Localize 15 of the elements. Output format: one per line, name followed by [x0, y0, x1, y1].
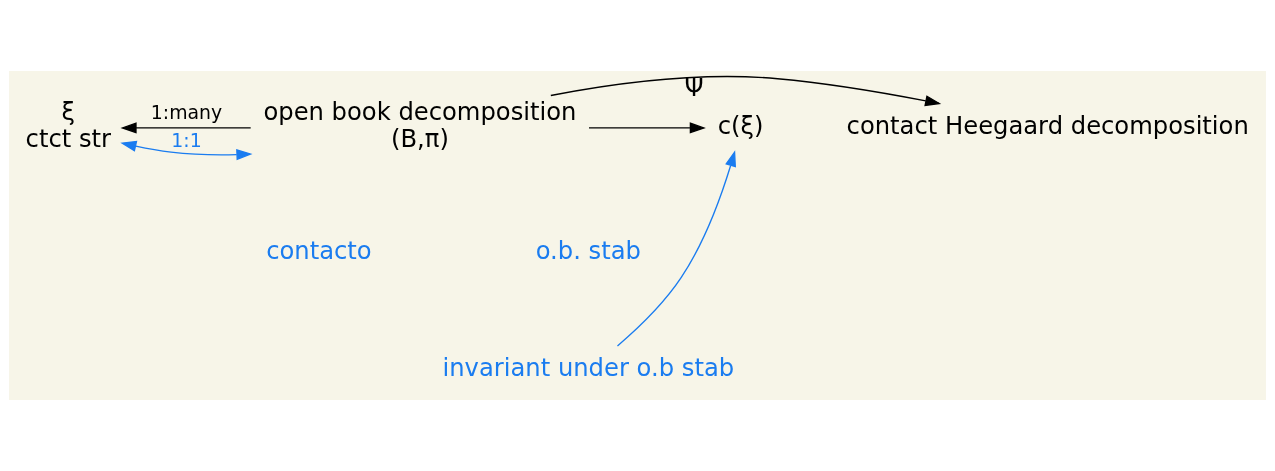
- arrow: [550, 75, 942, 107]
- edge-label: 1:1: [171, 129, 202, 152]
- label: contacto: [266, 236, 372, 266]
- node-text: c(ξ): [717, 110, 764, 140]
- arrow: [616, 150, 736, 347]
- edge-label: 1:many: [150, 100, 223, 123]
- label: o.b. stab: [535, 236, 641, 266]
- node-text: open book decomposition (B,π): [263, 97, 577, 154]
- node-text: invariant under o.b stab: [442, 353, 735, 383]
- arrow: [120, 122, 252, 134]
- arrow: [120, 140, 253, 161]
- node-label: Ψ: [684, 73, 704, 103]
- arrow: [588, 122, 706, 134]
- node-text: ξ ctct str: [25, 97, 112, 154]
- node-text: contact Heegaard decomposition: [846, 110, 1249, 140]
